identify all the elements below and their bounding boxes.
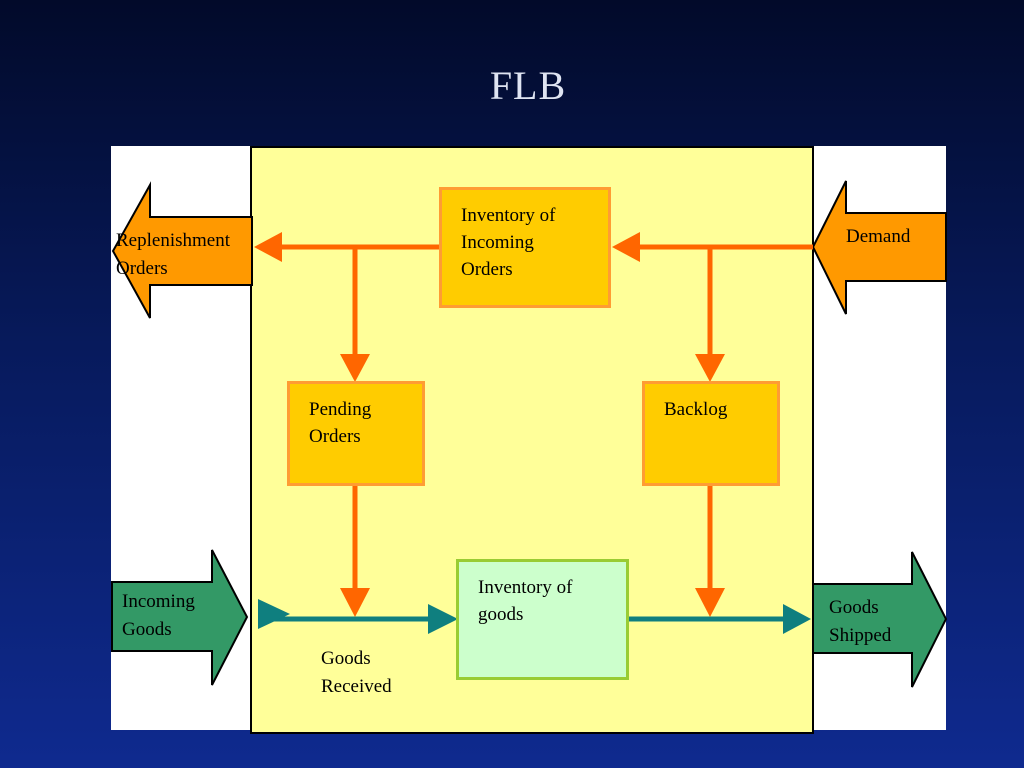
arrowhead-to-pending-orders: [340, 354, 370, 382]
pending-orders-box: Pending Orders: [287, 381, 425, 486]
inventory-of-goods-box: Inventory of goods: [456, 559, 629, 680]
arrowhead-to-backlog: [695, 354, 725, 382]
demand-arrow: [811, 180, 947, 315]
backlog-box: Backlog: [642, 381, 780, 486]
arrowhead-to-replenishment: [254, 232, 282, 262]
goods-shipped-label: Goods Shipped: [829, 597, 892, 646]
arrowhead-to-goods-received: [340, 588, 370, 617]
arrowhead-into-inventory: [612, 232, 640, 262]
arrowhead-incoming-goods: [258, 599, 290, 629]
inventory-of-incoming-orders-box: Inventory of Incoming Orders: [439, 187, 611, 308]
goods-shipped-arrow: [812, 551, 948, 688]
slide-title: FLB: [489, 63, 567, 108]
demand-label: Demand: [846, 226, 911, 247]
arrowhead-into-goods-inventory: [428, 604, 458, 634]
incoming-goods-arrow: [111, 549, 249, 686]
goods-received-label: Goods Received: [321, 648, 392, 697]
incoming-goods-label: Incoming Goods: [122, 591, 195, 640]
replenishment-orders-arrow: [111, 181, 253, 319]
replenishment-orders-label: Replenishment Orders: [116, 230, 230, 279]
arrowhead-to-goods-shipped: [695, 588, 725, 617]
arrowhead-out-goods-shipped: [783, 604, 811, 634]
